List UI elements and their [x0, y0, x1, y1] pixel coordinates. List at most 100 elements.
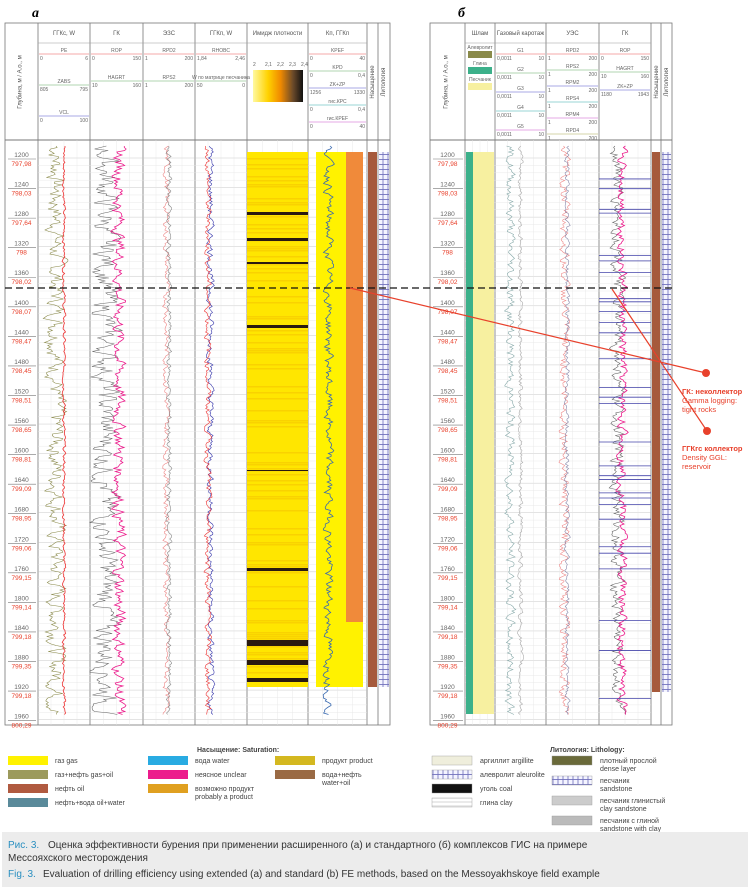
lithology-legend-swatch	[431, 769, 473, 780]
depth-md-label: 1600	[14, 448, 29, 455]
cuttings-legend-label: Глина	[473, 61, 487, 67]
curve-scale-max: 1943	[638, 92, 649, 98]
curve-scale-max: 1330	[354, 90, 365, 96]
curve-name: RPD4	[566, 128, 580, 134]
curve-name: RPD2	[162, 48, 176, 54]
hagrt-curve	[110, 146, 128, 715]
curve-name: HAGRT	[108, 75, 125, 81]
b-saturation-column	[652, 152, 660, 692]
curve-scale-max: 200	[589, 136, 598, 142]
cuttings-legend-label: Песчаник	[469, 77, 492, 83]
panel_b-lithology-header: Литология	[664, 68, 670, 97]
curve-scale-min: 1	[548, 120, 551, 126]
lithology-legend-swatch	[551, 795, 593, 806]
zabs-curve	[61, 146, 67, 715]
depth-md-label: 1200	[14, 152, 29, 159]
depth-md-label: 1760	[440, 566, 455, 573]
curve-name: G3	[517, 86, 524, 92]
lithology-legend-label: аргиллит argillite	[480, 758, 534, 765]
curve-scale-min: 50	[197, 83, 203, 89]
curve-scale-min: 0,0011	[497, 113, 512, 119]
saturation-legend-swatch	[8, 784, 48, 793]
curve-scale-max: 0	[242, 83, 245, 89]
b-hagrt-curve	[615, 145, 629, 715]
curve-scale-min: 1	[548, 104, 551, 110]
depth-md-label: 1240	[440, 182, 455, 189]
image-dark-band	[247, 212, 308, 215]
image-scale-tick: 2,3	[289, 62, 296, 68]
curve-scale-min: 10	[92, 83, 98, 89]
curve-scale-max: 150	[133, 56, 142, 62]
lithology-legend-label: песчаник	[600, 778, 630, 785]
depth-tvd-label: 800,29	[438, 723, 458, 730]
curve-scale-min: 1,84	[197, 56, 207, 62]
lithology-legend-label2: sandstone with clay	[600, 826, 662, 833]
depth-md-label: 1560	[14, 418, 29, 425]
curve-name: KPEF	[331, 48, 344, 54]
depth-md-label: 1840	[440, 625, 455, 632]
depth-tvd-label: 799,18	[12, 634, 32, 641]
depth-tvd-label: 797,98	[438, 161, 458, 168]
caption-ru-line2: Мессояхского месторождения	[8, 853, 148, 864]
cuttings-legend-swatch	[468, 67, 492, 74]
depth-md-label: 1800	[14, 595, 29, 602]
image-dark-band	[247, 660, 308, 665]
image-dark-band	[247, 640, 308, 646]
cuttings-legend-swatch	[468, 83, 492, 90]
curve-scale-min: 0,0011	[497, 94, 512, 100]
lithology-legend-label: песчаник глинистый	[600, 797, 665, 805]
image-dark-band	[247, 568, 308, 571]
porosity-fill-orange	[346, 152, 363, 622]
track-title: ГГКс, W	[53, 31, 75, 37]
saturation-legend-swatch	[8, 770, 48, 779]
b-rop-curve	[608, 145, 627, 715]
vcl-curve	[42, 145, 69, 715]
curve-scale-min: 1256	[310, 90, 321, 96]
depth-tvd-label: 799,14	[12, 604, 32, 611]
curve-scale-max: 160	[641, 74, 650, 80]
saturation-legend-swatch	[148, 770, 188, 779]
depth-tvd-label: 798,02	[438, 279, 458, 286]
depth-tvd-label: 798,03	[12, 191, 32, 198]
curve-scale-min: 0	[310, 124, 313, 130]
lithology-legend-title: Литология: Lithology:	[550, 747, 625, 754]
curve-name: ROP	[620, 48, 632, 54]
curve-scale-max: 10	[538, 132, 544, 138]
annotation-1-text2: tight rocks	[682, 405, 716, 414]
saturation-legend-label: газ+нефть gas+oil	[55, 772, 113, 779]
image-color-scale	[253, 70, 303, 102]
curve-name: W по матрице песчаника	[192, 75, 250, 81]
curve-scale-min: 1180	[601, 92, 612, 98]
depth-md-label: 1720	[14, 536, 29, 543]
depth-tvd-label: 798,81	[12, 457, 32, 464]
saturation-legend-swatch	[148, 784, 188, 793]
kpef-curve	[322, 145, 335, 715]
depth-md-label: 1480	[14, 359, 29, 366]
annotation-2-text2: reservoir	[682, 462, 712, 471]
curve-scale-max: 795	[80, 87, 89, 93]
depth-md-label: 1520	[14, 388, 29, 395]
lithology-legend-label2: dense layer	[600, 766, 637, 773]
rps2-curve	[165, 145, 173, 715]
curve-name: VCL	[59, 110, 69, 116]
cuttings-legend-label: Алевролит	[467, 45, 493, 51]
depth-tvd-label: 799,14	[438, 604, 458, 611]
image-scale-tick: 2,1	[265, 62, 272, 68]
depth-tvd-label: 799,06	[12, 545, 32, 552]
depth-md-label: 1560	[440, 418, 455, 425]
depth-tvd-label: 799,06	[438, 545, 458, 552]
depth-md-label: 1680	[14, 507, 29, 514]
depth-md-label: 1600	[440, 448, 455, 455]
depth-tvd-label: 799,15	[12, 575, 32, 582]
depth-md-label: 1280	[14, 211, 29, 218]
panel_b-saturation-header: Насыщение	[654, 65, 660, 99]
image-scale-tick: 2,4	[301, 62, 308, 68]
curve-scale-min: 805	[40, 87, 49, 93]
curve-scale-max: 200	[589, 72, 598, 78]
depth-tvd-label: 798,65	[12, 427, 32, 434]
curve-scale-min: 0	[310, 56, 313, 62]
curve-scale-max: 6	[85, 56, 88, 62]
depth-md-label: 1360	[440, 270, 455, 277]
annotation-2-title: ГГКгс коллектор	[682, 444, 743, 453]
